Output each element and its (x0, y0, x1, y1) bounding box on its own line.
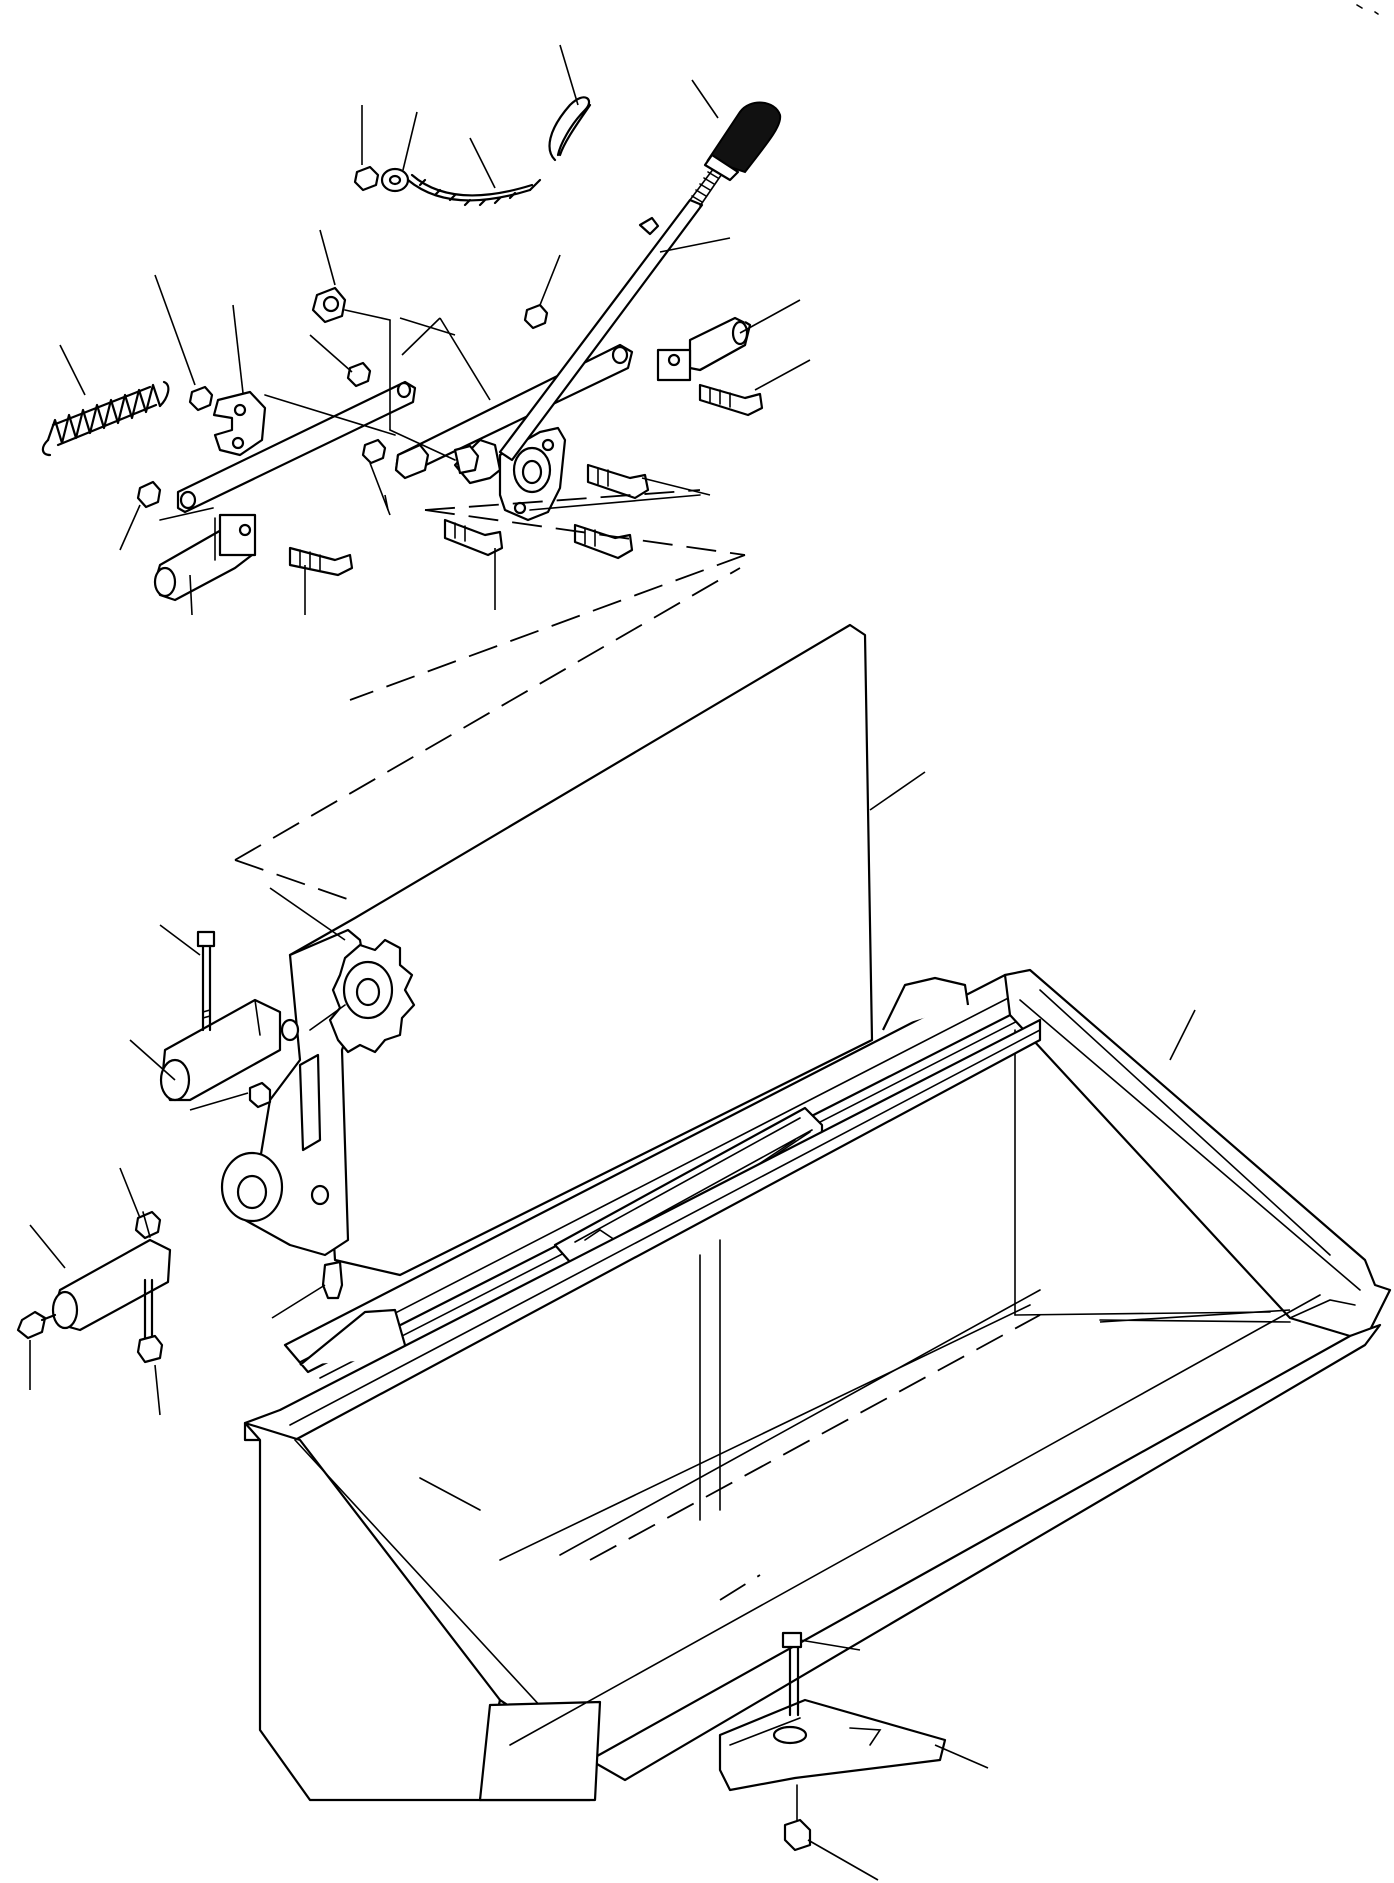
grease-fitting-right (321, 1260, 344, 1300)
bolt-vertical-upper (196, 930, 216, 1032)
bucket-tooth (718, 1631, 947, 1852)
grease-fitting-left (16, 1310, 57, 1340)
corner-marks (1356, 4, 1379, 15)
pin-lower (51, 1238, 172, 1332)
nut-small-mid (248, 1081, 272, 1109)
bucket (243, 968, 1392, 1802)
lever-knob (706, 101, 782, 174)
attachment-plate (220, 623, 874, 1277)
lever-mechanism (41, 96, 782, 701)
leader-lines (29, 44, 1291, 1881)
tension-spring (41, 380, 170, 457)
castle-nut (134, 1210, 162, 1240)
chain (406, 173, 542, 207)
clip-pin (548, 96, 592, 162)
bolt-vertical-lower (136, 1278, 164, 1364)
